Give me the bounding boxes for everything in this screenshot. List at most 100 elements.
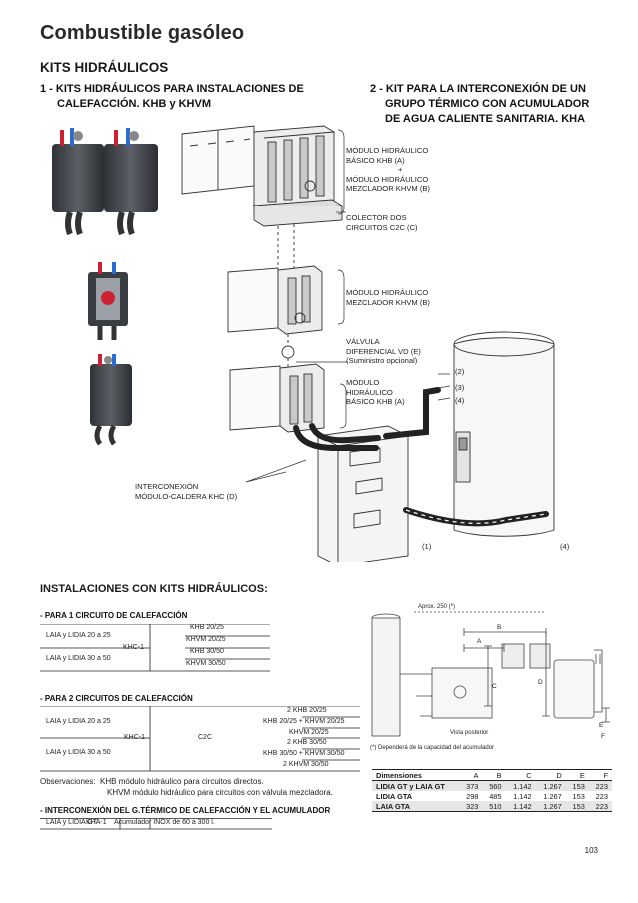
two-circuits-opt: KHVM 20/25 <box>289 729 329 736</box>
single-module-photo-1 <box>88 262 128 340</box>
dims-cell: 153 <box>572 781 585 791</box>
dim-note: (*) Dependerá de la capacidad del acumul… <box>370 745 495 751</box>
dim-approx: Aprox. 250 (*) <box>418 604 456 610</box>
callout-line: MEZCLADOR KHVM (B) <box>346 184 430 194</box>
interconnection-lines <box>40 818 272 830</box>
one-circuit-row-1: LAIA y LIDIA 20 a 25 <box>46 632 111 639</box>
dims-header-cell: A <box>473 770 479 780</box>
callout-valve: VÁLVULA DIFERENCIAL VD (E) (Suministro o… <box>346 337 421 366</box>
dims-cell: 1.267 <box>543 791 562 801</box>
dims-cell: 298 <box>466 791 479 801</box>
dims-header-cell: Dimensiones <box>376 770 423 780</box>
dims-cell: 223 <box>595 791 608 801</box>
page-number: 103 <box>584 846 598 855</box>
dims-header-cell: E <box>579 770 585 780</box>
dims-header-row: Dimensiones A B C D E F <box>372 769 612 781</box>
dims-cell: 560 <box>489 781 502 791</box>
dims-cell: 1.267 <box>543 781 562 791</box>
dims-cell: 153 <box>572 791 585 801</box>
callout-line: COLECTOR DOS <box>346 213 407 222</box>
dims-cell: 1.142 <box>513 801 532 811</box>
observations: Observaciones: KHB módulo hidráulico par… <box>40 776 333 798</box>
dims-cell: 323 <box>466 801 479 811</box>
dims-header-cell: C <box>526 770 532 780</box>
dims-cell: LIDIA GT y LAIA GT <box>376 781 445 791</box>
callout-line: (Suministro opcional) <box>346 356 418 366</box>
section-2-line-1: 2 - KIT PARA LA INTERCONEXIÓN DE UN <box>370 83 586 95</box>
one-circuit-row-2: LAIA y LIDIA 30 a 50 <box>46 655 111 662</box>
observations-label: Observaciones: <box>40 777 96 786</box>
one-circuit-opt: KHB 20/25 <box>190 624 224 631</box>
callout-line: HIDRÁULICO <box>346 387 393 397</box>
callout-line: MÓDULO HIDRÁULICO <box>346 288 429 297</box>
section-1-line-2: CALEFACCIÓN. KHB y KHVM <box>57 98 212 110</box>
one-circuit-opt: KHB 30/50 <box>190 648 224 655</box>
interconnection-heading: - INTERCONEXIÓN DEL G.TÉRMICO DE CALEFAC… <box>40 806 331 815</box>
observation-1: KHB módulo hidráulico para circuitos dir… <box>100 777 264 786</box>
interconnection-col-3: Acumulador INOX de 60 a 300 l. <box>114 819 215 826</box>
callout-mixer-module: MÓDULO HIDRÁULICO MEZCLADOR KHVM (B) <box>346 288 430 307</box>
callout-n2: (2) <box>455 367 465 376</box>
one-circuit-opt: KHVM 20/25 <box>186 636 226 643</box>
callout-line: INTERCONEXIÓN <box>135 482 199 491</box>
dims-cell: 153 <box>572 801 585 811</box>
observation-2: KHVM módulo hidráulico para circuitos co… <box>107 788 333 797</box>
section-2-line-2: GRUPO TÉRMICO CON ACUMULADOR <box>385 98 590 110</box>
dim-label-a: A <box>477 638 482 645</box>
dims-cell: 373 <box>466 781 479 791</box>
callout-line: BÁSICO KHB (A) <box>346 155 405 165</box>
callout-interconnection: INTERCONEXIÓN MÓDULO-CALDERA KHC (D) <box>135 482 237 501</box>
callout-collector: COLECTOR DOS CIRCUITOS C2C (C) <box>346 213 418 232</box>
callout-line: DIFERENCIAL VD (E) <box>346 346 421 356</box>
dim-label-d: D <box>538 679 543 686</box>
dims-cell: LIDIA GTA <box>376 791 413 801</box>
callout-n4b: (4) <box>560 542 570 551</box>
two-circuits-opt: 2 KHB 20/25 <box>287 707 327 714</box>
callout-n1: (1) <box>422 542 432 551</box>
dims-row: LIDIA GTA 298 485 1.142 1.267 153 223 <box>372 791 612 801</box>
dims-header-cell: D <box>556 770 562 780</box>
two-circuits-collector: C2C <box>198 734 213 741</box>
callout-n3: (3) <box>455 383 465 392</box>
dim-label-b: B <box>497 624 502 631</box>
two-circuits-opt: 2 KHB 30/50 <box>287 739 327 746</box>
one-circuit-opt: KHVM 30/50 <box>186 660 226 667</box>
dimensions-table: Dimensiones A B C D E F LIDIA GT y LAIA … <box>372 769 612 812</box>
callout-line: MÓDULO HIDRÁULICO <box>346 174 429 184</box>
installations-heading: INSTALACIONES CON KITS HIDRÁULICOS: <box>40 583 268 595</box>
dims-cell: 510 <box>489 801 502 811</box>
section-2-heading: 2 - KIT PARA LA INTERCONEXIÓN DE UN GRUP… <box>370 82 589 127</box>
callout-line: MÓDULO-CALDERA KHC (D) <box>135 491 238 501</box>
callout-line: CIRCUITOS C2C (C) <box>346 222 418 232</box>
callout-line: VÁLVULA <box>346 337 380 346</box>
callout-n4: (4) <box>455 396 465 405</box>
callout-khb-khvm: MÓDULO HIDRÁULICO BÁSICO KHB (A) + MÓDUL… <box>346 146 430 194</box>
interconnection-col-2: KHA-1 <box>86 819 107 826</box>
page-title: Combustible gasóleo <box>40 22 245 44</box>
callout-line: MEZCLADOR KHVM (B) <box>346 297 430 307</box>
dims-row: LIDIA GT y LAIA GT 373 560 1.142 1.267 1… <box>372 780 612 791</box>
single-module-photo-2 <box>90 354 132 446</box>
two-circuits-heading: - PARA 2 CIRCUITOS DE CALEFACCIÓN <box>40 694 193 703</box>
dims-cell: 1.142 <box>513 791 532 801</box>
one-circuit-lines <box>40 624 270 672</box>
dim-label-c: C <box>492 683 497 690</box>
callout-line: MÓDULO <box>346 378 380 387</box>
two-circuits-row-2: LAIA y LIDIA 30 a 50 <box>46 749 111 756</box>
dims-cell: 223 <box>595 801 608 811</box>
boiler-photos <box>52 128 158 446</box>
dims-header-cell: B <box>496 770 502 780</box>
installation-diagram <box>181 125 555 562</box>
two-circuits-opt: 2 KHVM 30/50 <box>283 761 329 768</box>
double-module-photo <box>52 128 158 236</box>
section-title: KITS HIDRÁULICOS <box>40 60 169 75</box>
two-circuits-opt: KHB 30/50 + KHVM 30/50 <box>263 750 345 757</box>
dims-header-cell: F <box>603 770 608 780</box>
dimensions-figure <box>371 611 610 737</box>
interconnection-col-1: LAIA y LIDIA GT <box>46 819 97 826</box>
callout-line: MÓDULO HIDRÁULICO <box>346 146 429 155</box>
dim-label-e: E <box>599 722 604 729</box>
two-circuits-kit: KHC-1 <box>124 734 146 741</box>
dims-cell: 223 <box>595 781 608 791</box>
dim-rear-view: Vista posterior <box>450 730 489 736</box>
